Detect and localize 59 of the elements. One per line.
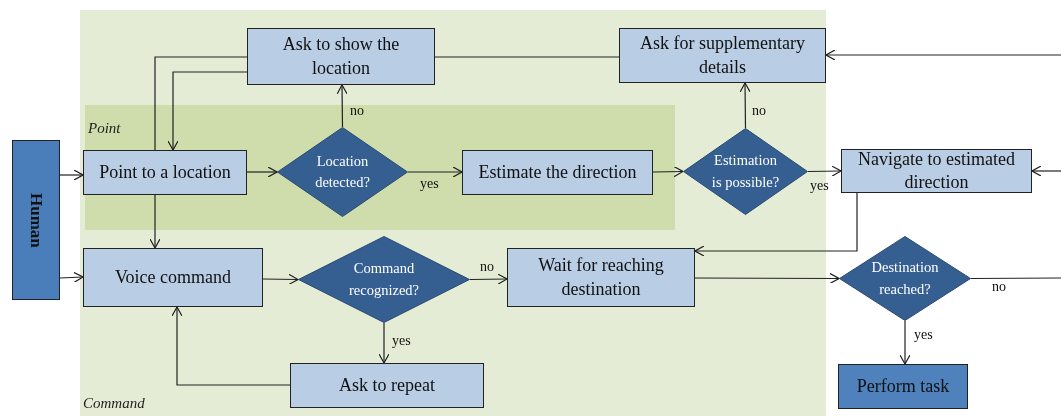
- edge-label: no: [480, 260, 494, 274]
- arrow: [171, 306, 291, 386]
- decision-diamond: [683, 128, 808, 215]
- arrow: [59, 271, 84, 283]
- box-text: Perform task: [856, 374, 950, 398]
- arrow: [1031, 165, 1061, 177]
- process-box: [841, 149, 1032, 193]
- decision-diamond: [839, 236, 971, 321]
- process-box: [462, 150, 653, 195]
- lane-label: Point: [88, 120, 121, 137]
- actor-text: Human: [26, 192, 48, 248]
- decision-text: Estimation is possible?: [710, 151, 781, 192]
- process-box: [83, 248, 263, 307]
- arrow: [694, 272, 840, 285]
- swimlane-band: [85, 105, 675, 230]
- decision-text: Command recognized?: [347, 259, 420, 300]
- process-box: [290, 363, 484, 408]
- process-box: [619, 28, 826, 83]
- arrow: [694, 192, 858, 257]
- box-text: Point to a location: [99, 160, 231, 184]
- box-text: Ask for supplementary details: [639, 32, 806, 79]
- decision-text: Destination reached?: [870, 258, 940, 299]
- arrow: [807, 165, 842, 177]
- arrow: [469, 273, 508, 285]
- arrow: [899, 320, 911, 365]
- decision-diamond: [298, 236, 470, 323]
- terminal-box: [838, 364, 968, 409]
- process-box: [507, 248, 695, 307]
- arrow: [652, 166, 684, 178]
- box-text: Ask to show the location: [281, 33, 401, 80]
- process-box: [247, 28, 435, 85]
- arrow: [59, 169, 84, 181]
- swimlane-band: [80, 10, 826, 416]
- lane-label: Command: [83, 395, 145, 412]
- arrow: [149, 194, 161, 249]
- arrow: [407, 166, 463, 178]
- decision-text: Location detected?: [314, 152, 371, 192]
- edge-label: no: [992, 280, 1006, 294]
- edge-label: no: [350, 104, 364, 118]
- arrow: [167, 71, 248, 151]
- box-text: Voice command: [114, 265, 232, 289]
- arrow: [378, 322, 390, 364]
- edge-label: yes: [420, 177, 439, 191]
- arrow: [739, 82, 751, 129]
- arrow: [336, 84, 348, 128]
- box-text: Wait for reaching destination: [537, 254, 665, 301]
- edge-label: yes: [810, 179, 829, 193]
- arrow: [825, 49, 1061, 61]
- box-text: Ask to repeat: [339, 373, 435, 397]
- arrow: [262, 273, 299, 285]
- arrow: [246, 166, 278, 178]
- decision-diamond: [277, 127, 408, 217]
- edge-label: yes: [392, 334, 411, 348]
- box-text: Estimate the direction: [478, 160, 637, 184]
- actor-box: [12, 140, 60, 300]
- box-text: Navigate to estimated direction: [857, 147, 1016, 194]
- edge-label: yes: [914, 328, 933, 342]
- edge-label: no: [752, 104, 766, 118]
- process-box: [83, 150, 247, 195]
